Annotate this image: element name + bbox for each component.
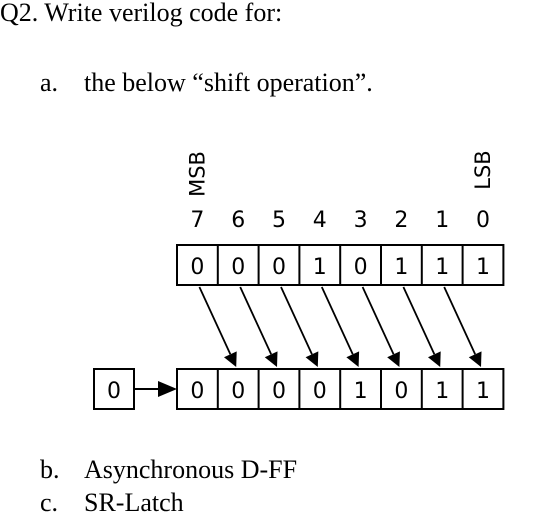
- top-register-bit-cell: 1: [394, 255, 408, 280]
- item-c-text: SR-Latch: [84, 488, 184, 517]
- shift-arrowhead: [427, 351, 441, 367]
- bit-index-label: 3: [354, 208, 368, 233]
- bit-index-label: 5: [272, 208, 286, 233]
- bottom-register-bit-cell: 0: [231, 379, 245, 404]
- shift-in-box: [93, 368, 135, 410]
- bottom-register-bit-cell: 0: [272, 379, 286, 404]
- bottom-register-bit-cell: 1: [354, 379, 368, 404]
- bit-index-label: 7: [190, 208, 204, 233]
- item-b-marker: b.: [40, 455, 60, 484]
- bit-index-label: 0: [476, 208, 490, 233]
- top-register-bit-cell: 1: [435, 255, 449, 280]
- shift-in-value: 0: [107, 379, 121, 404]
- shift-arrow-line: [402, 286, 436, 355]
- shift-arrow-line: [280, 286, 313, 355]
- shift-arrowhead: [468, 351, 482, 367]
- bottom-register-bit-cell: 1: [476, 379, 490, 404]
- top-register-bit-cell: 1: [313, 255, 327, 280]
- bit-index-label: 4: [313, 208, 327, 233]
- msb-label: MSB: [185, 151, 209, 197]
- item-a-text: the below “shift operation”.: [84, 68, 373, 97]
- shift-arrowhead: [223, 351, 237, 367]
- bottom-register-bit-cell: 0: [313, 379, 327, 404]
- bit-index-label: 2: [394, 208, 408, 233]
- bottom-register-bit-cell: 0: [190, 379, 204, 404]
- shift-arrow-line: [239, 286, 272, 355]
- item-c-marker: c.: [40, 488, 59, 517]
- question-title: Q2. Write verilog code for:: [0, 0, 283, 27]
- bit-index-label: 6: [231, 208, 245, 233]
- shift-arrowhead: [305, 351, 319, 367]
- shift-arrowhead: [387, 351, 400, 367]
- shift-arrow-line: [320, 286, 354, 355]
- shift-arrow-line: [361, 286, 395, 355]
- shift-arrowhead: [264, 351, 278, 367]
- top-register-bit-cell: 1: [476, 255, 490, 280]
- bottom-register-bit-cell: 1: [435, 379, 449, 404]
- top-register-bit-cell: 0: [272, 255, 286, 280]
- shift-arrow-line: [443, 286, 476, 355]
- item-b-text: Asynchronous D-FF: [84, 455, 298, 484]
- shift-in-arrowhead: [158, 381, 177, 397]
- top-register-bit-cell: 0: [354, 255, 368, 280]
- item-a-marker: a.: [40, 68, 59, 97]
- top-register-bit-cell: 0: [190, 255, 204, 280]
- bottom-register-bit-cell: 0: [394, 379, 408, 404]
- shift-arrowhead: [346, 351, 360, 367]
- top-register-bit-cell: 0: [231, 255, 245, 280]
- bit-index-label: 1: [435, 208, 449, 233]
- lsb-label: LSB: [471, 150, 495, 189]
- shift-arrow-line: [198, 286, 232, 355]
